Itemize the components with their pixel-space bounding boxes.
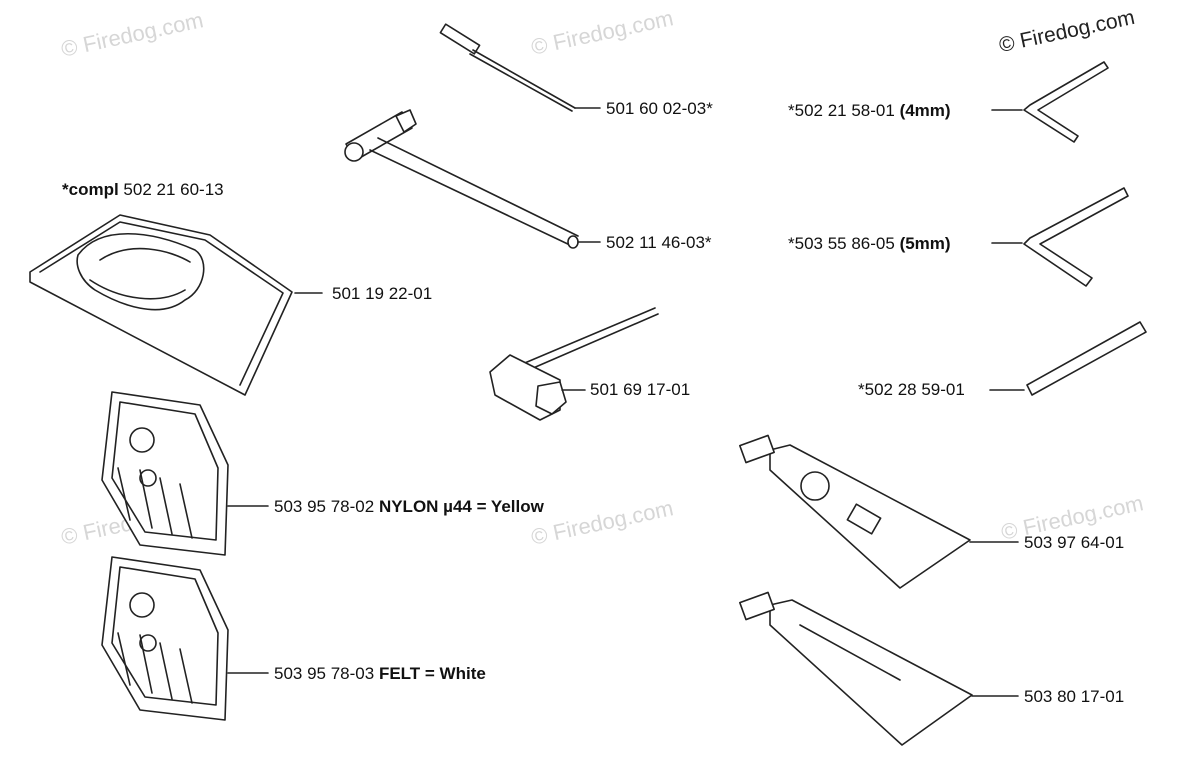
- filter-felt-part-number: 503 95 78-03: [274, 664, 375, 683]
- t-wrench-drawing: [344, 109, 601, 249]
- filter-nylon-label: 503 95 78-02 NYLON µ44 = Yellow: [274, 497, 544, 517]
- kit-label: *compl 502 21 60-13: [62, 180, 224, 200]
- hex-5mm-label: *503 55 86-05 (5mm): [788, 234, 951, 254]
- hex-5mm-part-number: *503 55 86-05: [788, 234, 895, 253]
- pin-label: *502 28 59-01: [858, 380, 965, 399]
- hex-key-4mm-drawing: [991, 61, 1109, 143]
- grease-tube-2-drawing: [739, 591, 1019, 746]
- combi-wrench-label: 501 69 17-01: [590, 380, 691, 399]
- filter-felt-label: 503 95 78-03 FELT = White: [274, 664, 486, 684]
- filter-felt-desc: FELT = White: [378, 664, 486, 683]
- filter-nylon-desc: NYLON µ44 = Yellow: [378, 497, 544, 516]
- air-filter-felt-drawing: [101, 556, 269, 721]
- screwdriver-label: 501 60 02-03*: [606, 99, 713, 118]
- hex-5mm-size: (5mm): [899, 234, 951, 253]
- combi-wrench-drawing: [489, 307, 659, 421]
- hex-4mm-size: (4mm): [899, 101, 951, 120]
- hex-4mm-part-number: *502 21 58-01: [788, 101, 895, 120]
- t-wrench-label: 502 11 46-03*: [606, 233, 712, 252]
- tube-2-label: 503 80 17-01: [1024, 687, 1125, 706]
- filter-nylon-part-number: 503 95 78-02: [274, 497, 375, 516]
- grease-tube-1-drawing: [739, 434, 1019, 589]
- kit-prefix: *compl: [62, 180, 119, 199]
- bag-label: 501 19 22-01: [332, 284, 433, 303]
- hex-4mm-label: *502 21 58-01 (4mm): [788, 101, 951, 121]
- hex-key-5mm-drawing: [991, 187, 1129, 287]
- tool-bag-drawing: [29, 214, 323, 396]
- kit-part-number: 502 21 60-13: [123, 180, 224, 199]
- pin-drawing: [989, 321, 1147, 396]
- air-filter-nylon-drawing: [101, 391, 269, 556]
- screwdriver-drawing: [439, 23, 601, 112]
- tube-1-label: 503 97 64-01: [1024, 533, 1125, 552]
